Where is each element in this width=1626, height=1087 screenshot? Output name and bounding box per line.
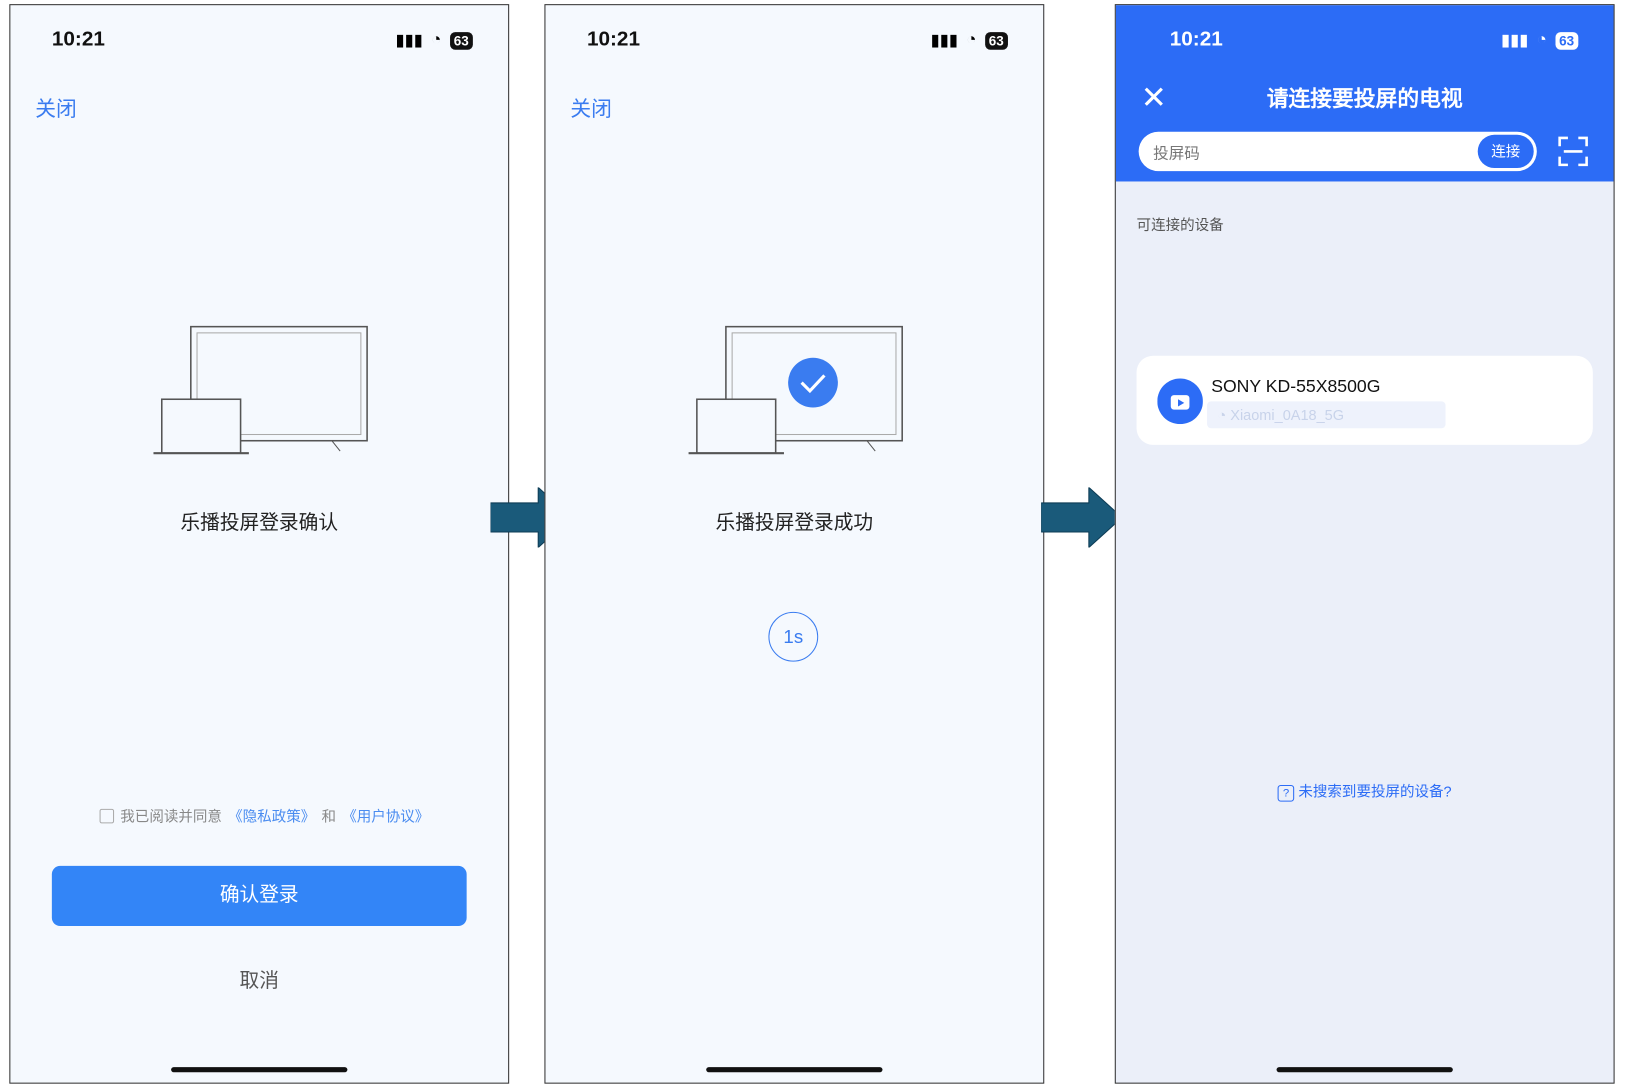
close-icon[interactable]: ✕ — [1140, 80, 1167, 116]
screen-connect-tv: 10:21 ▮▮▮ ◔ 63 ✕ 请连接要投屏的电视 投屏码 连接 可连接的设备 S… — [1114, 4, 1615, 1084]
status-bar: 10:21 ▮▮▮ ◔ 63 — [545, 28, 1043, 59]
and-text: 和 — [321, 807, 336, 825]
battery-icon: 63 — [984, 31, 1008, 50]
page-caption: 乐播投屏登录确认 — [180, 512, 339, 535]
screen-login-success: 10:21 ▮▮▮ ◔ 63 关闭 乐播投屏登录成功 1s — [544, 4, 1045, 1084]
confirm-login-button[interactable]: 确认登录 — [51, 865, 467, 927]
status-time: 10:21 — [51, 27, 105, 51]
agreement-row: 我已阅读并同意 《隐私政策》 和 《用户协议》 — [99, 806, 430, 827]
signal-icon: ▮▮▮ — [395, 32, 423, 50]
terms-link[interactable]: 《用户协议》 — [342, 807, 430, 825]
wifi-icon: ◔ — [1536, 31, 1547, 49]
signal-icon: ▮▮▮ — [1500, 32, 1529, 50]
battery-icon: 63 — [1555, 31, 1579, 50]
scan-icon[interactable] — [1558, 136, 1589, 167]
cancel-button[interactable]: 取消 — [239, 970, 279, 993]
help-text: 未搜索到要投屏的设备? — [1298, 782, 1452, 800]
flow-arrow-icon — [1041, 487, 1123, 548]
signal-icon: ▮▮▮ — [930, 32, 959, 50]
tv-success-illustration — [688, 325, 903, 455]
agree-text: 我已阅读并同意 — [120, 807, 222, 825]
tv-laptop-illustration — [153, 325, 368, 455]
home-indicator — [1276, 1067, 1453, 1073]
cast-code-placeholder: 投屏码 — [1153, 145, 1200, 163]
device-wifi: ◔ Xiaomi_0A18_5G — [1207, 401, 1446, 429]
wifi-icon: ◔ — [966, 31, 977, 49]
device-name: SONY KD-55X8500G — [1211, 376, 1381, 397]
battery-icon: 63 — [449, 31, 473, 50]
status-time: 10:21 — [1169, 27, 1223, 51]
page-caption: 乐播投屏登录成功 — [715, 512, 874, 535]
help-icon: ? — [1277, 785, 1295, 802]
wifi-icon: ◔ — [431, 31, 442, 49]
home-indicator — [706, 1067, 883, 1073]
close-link[interactable]: 关闭 — [570, 98, 612, 122]
privacy-link[interactable]: 《隐私政策》 — [228, 807, 316, 825]
status-bar: 10:21 ▮▮▮ ◔ 63 — [1116, 28, 1614, 59]
home-indicator — [171, 1067, 348, 1073]
page-title: 请连接要投屏的电视 — [1266, 87, 1463, 111]
device-card[interactable]: SONY KD-55X8500G ◔ Xiaomi_0A18_5G — [1136, 355, 1593, 445]
screen-login-confirm: 10:21 ▮▮▮ ◔ 63 关闭 乐播投屏登录确认 我已阅读并同意 《隐私政策》 … — [9, 4, 510, 1084]
agree-checkbox[interactable] — [99, 808, 115, 824]
status-bar: 10:21 ▮▮▮ ◔ 63 — [10, 28, 508, 59]
close-link[interactable]: 关闭 — [35, 98, 77, 122]
device-wifi-name: Xiaomi_0A18_5G — [1230, 406, 1345, 424]
connect-button[interactable]: 连接 — [1477, 134, 1534, 168]
wifi-icon: ◔ — [1217, 406, 1231, 424]
section-label: 可连接的设备 — [1136, 216, 1224, 234]
tv-device-icon — [1157, 378, 1203, 425]
cast-code-input[interactable]: 投屏码 连接 — [1138, 131, 1537, 172]
status-time: 10:21 — [586, 27, 640, 51]
countdown-timer: 1s — [768, 611, 819, 662]
help-link[interactable]: ? 未搜索到要投屏的设备? — [1116, 781, 1614, 802]
